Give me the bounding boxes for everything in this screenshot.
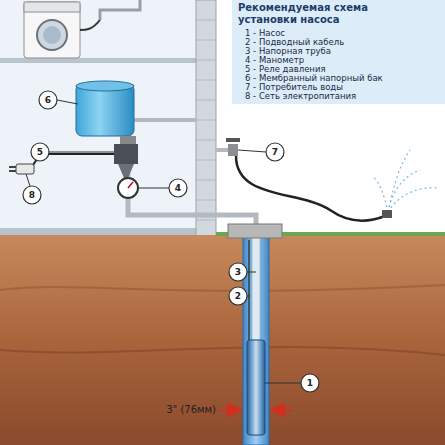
- callout-circles: [23, 91, 319, 392]
- callout-number: 2: [229, 287, 247, 305]
- membrane-tank: [76, 81, 136, 144]
- legend-item: 2 - Подводный кабель: [245, 37, 440, 47]
- pump-cable: [248, 240, 249, 340]
- callout-number: 8: [23, 186, 41, 204]
- leader-lines: [26, 100, 301, 383]
- manometer: [118, 178, 138, 198]
- shelf: [0, 58, 198, 63]
- floor: [0, 228, 198, 235]
- garden-hose: [236, 156, 385, 221]
- pump-body: [247, 340, 265, 435]
- well-head: [228, 224, 282, 238]
- pressure-pipe: [128, 140, 256, 235]
- riser-pipe: [252, 236, 260, 340]
- sprinkler-spray: [372, 150, 438, 212]
- sprinkler: [382, 210, 392, 218]
- machine-hose: [80, 20, 100, 30]
- legend-item: 8 - Сеть электропитания: [245, 91, 440, 101]
- callout-number: 7: [266, 143, 284, 161]
- house-interior: [0, 0, 200, 235]
- soil: [0, 235, 445, 445]
- callout-number: 5: [31, 143, 49, 161]
- callout-number: 1: [301, 374, 319, 392]
- legend-item: 3 - Напорная труба: [245, 46, 440, 56]
- legend-item: 7 - Потребитель воды: [245, 82, 440, 92]
- legend-item: 1 - Насос: [245, 28, 440, 38]
- callout-number: 4: [169, 179, 187, 197]
- dimension-arrow: [271, 409, 292, 411]
- title-panel: [232, 0, 445, 104]
- dimension-arrow: [220, 409, 241, 411]
- outdoor-tap: [226, 138, 240, 156]
- legend-item: 6 - Мембранный напорный бак: [245, 73, 440, 83]
- washing-machine: [24, 2, 80, 58]
- dimension-label: 3" (76мм): [110, 404, 216, 416]
- legend-item: 5 - Реле давления: [245, 64, 440, 74]
- pressure-switch: [114, 144, 138, 178]
- soil-layer: [0, 285, 445, 291]
- house-pipe: [128, 118, 196, 122]
- diagram-title: Рекомендуемая схема установки насоса: [238, 2, 388, 26]
- callout-number: 6: [39, 91, 57, 109]
- well-casing: [243, 236, 269, 445]
- callout-number: 3: [229, 263, 247, 281]
- house-wall: [196, 0, 216, 238]
- legend-item: 4 - Манометр: [245, 55, 440, 65]
- tap-pipe: [100, 0, 140, 20]
- wall-bricks: [196, 20, 216, 220]
- power-plug: [9, 164, 34, 174]
- soil-layer: [0, 347, 445, 355]
